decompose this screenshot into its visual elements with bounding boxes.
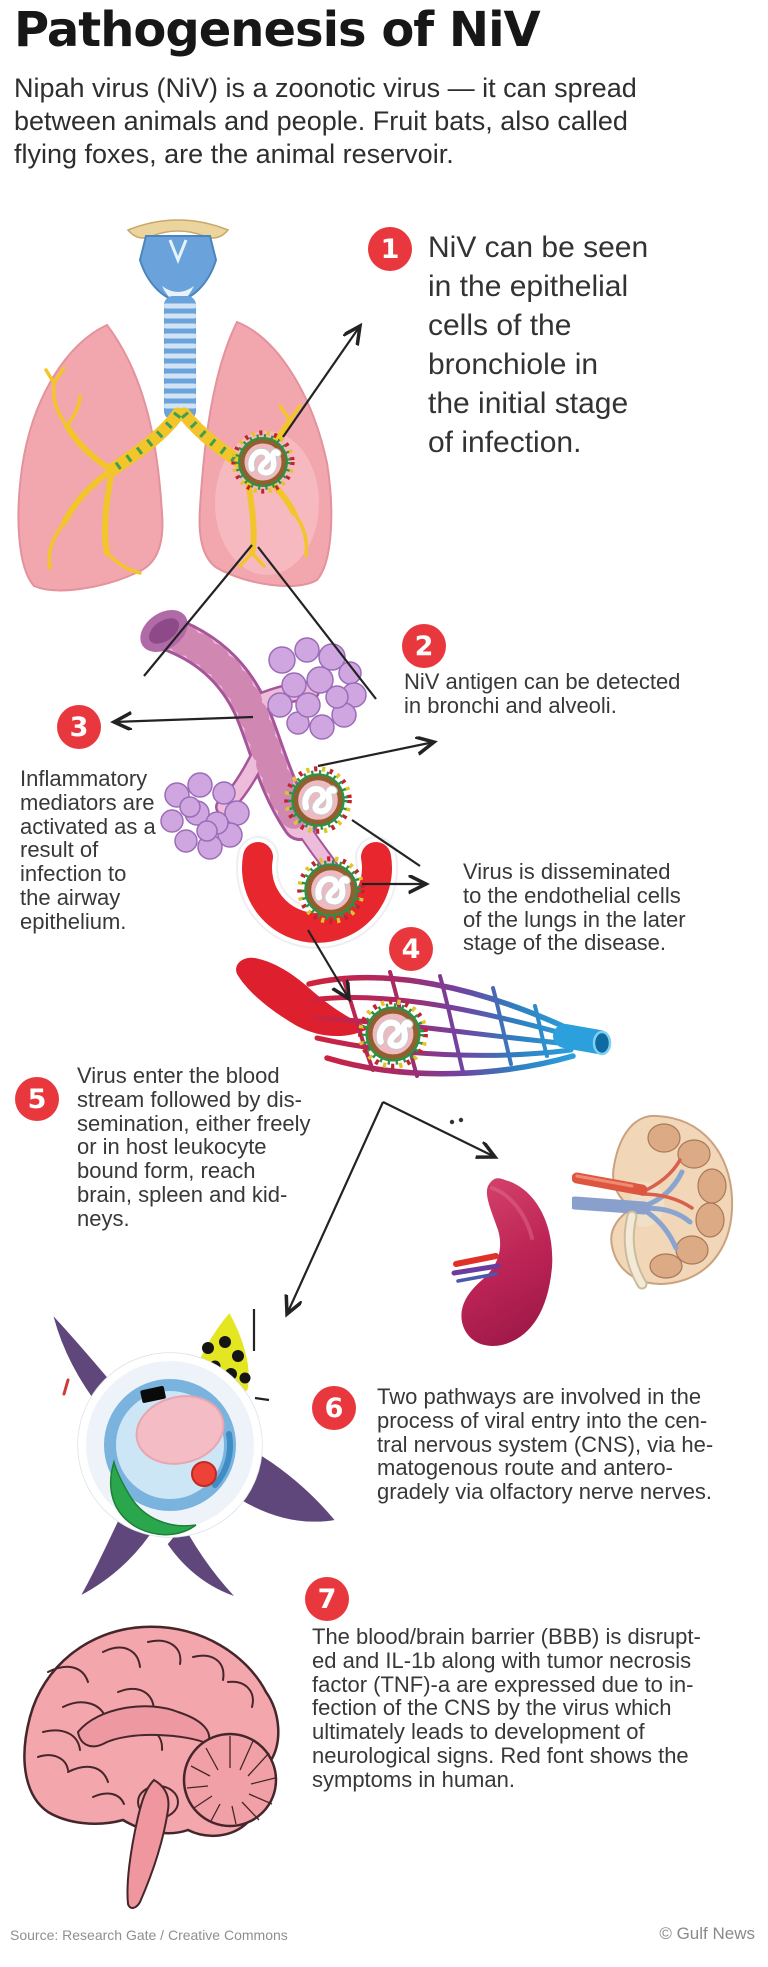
- neuron-cell-icon: [45, 1303, 343, 1605]
- cerebellum-striations: [186, 1736, 276, 1825]
- alveoli-cluster: [160, 772, 250, 860]
- black-marker: [140, 1386, 166, 1403]
- blood-vessel-capillary-network-icon: [236, 957, 612, 1078]
- step-4-number: 4: [401, 933, 421, 965]
- renal-artery: [572, 1172, 648, 1196]
- step-4-badge: 4: [389, 927, 433, 971]
- step-6-text: Two pathways are involved in the process…: [377, 1384, 714, 1505]
- vessel-red-end: [236, 957, 370, 1037]
- bronchiole-and-alveoli-icon: [140, 610, 398, 949]
- step-4-text: Virus is disseminated to the endothelial…: [463, 859, 686, 956]
- step-3-badge: 3: [57, 705, 101, 749]
- niv-virus-particle-icon: [287, 769, 350, 832]
- red-inclusion-body: [191, 1461, 217, 1487]
- step-7-text: The blood/brain barrier (BBB) is disrupt…: [312, 1624, 701, 1792]
- lungs-with-trachea-icon: [17, 219, 333, 592]
- step-5-number: 5: [27, 1083, 47, 1115]
- inflamed-alveolus-cup-icon: [242, 842, 392, 943]
- human-brain-icon: [23, 1625, 280, 1909]
- step-5-badge: 5: [15, 1077, 59, 1121]
- step-2-text: NiV antigen can be detected in bronchi a…: [404, 669, 681, 718]
- kidney-lobes: [647, 1123, 727, 1279]
- step-2-number: 2: [414, 630, 434, 662]
- step-6-badge: 6: [312, 1386, 356, 1430]
- step-1-number: 1: [380, 233, 400, 265]
- step-2-badge: 2: [402, 624, 446, 668]
- spleen-icon: [451, 1178, 553, 1346]
- alveoli-cluster: [267, 637, 367, 740]
- green-organelle: [109, 1459, 197, 1536]
- step-3-number: 3: [69, 711, 89, 743]
- step-3-text: Inflammatory mediators are activated as …: [20, 766, 156, 934]
- ureter: [625, 1212, 646, 1288]
- niv-virus-particle-icon: [361, 1002, 426, 1067]
- source-credit: Source: Research Gate / Creative Commons: [10, 1927, 288, 1943]
- renal-vein: [572, 1196, 651, 1215]
- niv-virus-particle-icon: [300, 859, 363, 922]
- kidney-cross-section-icon: [572, 1114, 734, 1290]
- spleen-body: [461, 1178, 553, 1346]
- page-title: Pathogenesis of NiV: [14, 2, 541, 58]
- brain-stem: [126, 1778, 170, 1909]
- step-1-text: NiV can be seen in the epithelial cells …: [428, 231, 649, 459]
- page-subtitle: Nipah virus (NiV) is a zoonotic virus — …: [14, 73, 637, 169]
- step-5-text: Virus enter the blood stream followed by…: [77, 1063, 311, 1231]
- step-6-number: 6: [324, 1392, 344, 1424]
- nucleus: [135, 1395, 225, 1465]
- step-7-number: 7: [317, 1583, 337, 1615]
- step-1-badge: 1: [368, 227, 412, 271]
- spleen-vessels: [451, 1253, 501, 1283]
- larynx: [138, 235, 218, 302]
- step-7-badge: 7: [305, 1577, 349, 1621]
- publisher-credit: © Gulf News: [659, 1924, 755, 1943]
- cerebellum: [182, 1732, 278, 1828]
